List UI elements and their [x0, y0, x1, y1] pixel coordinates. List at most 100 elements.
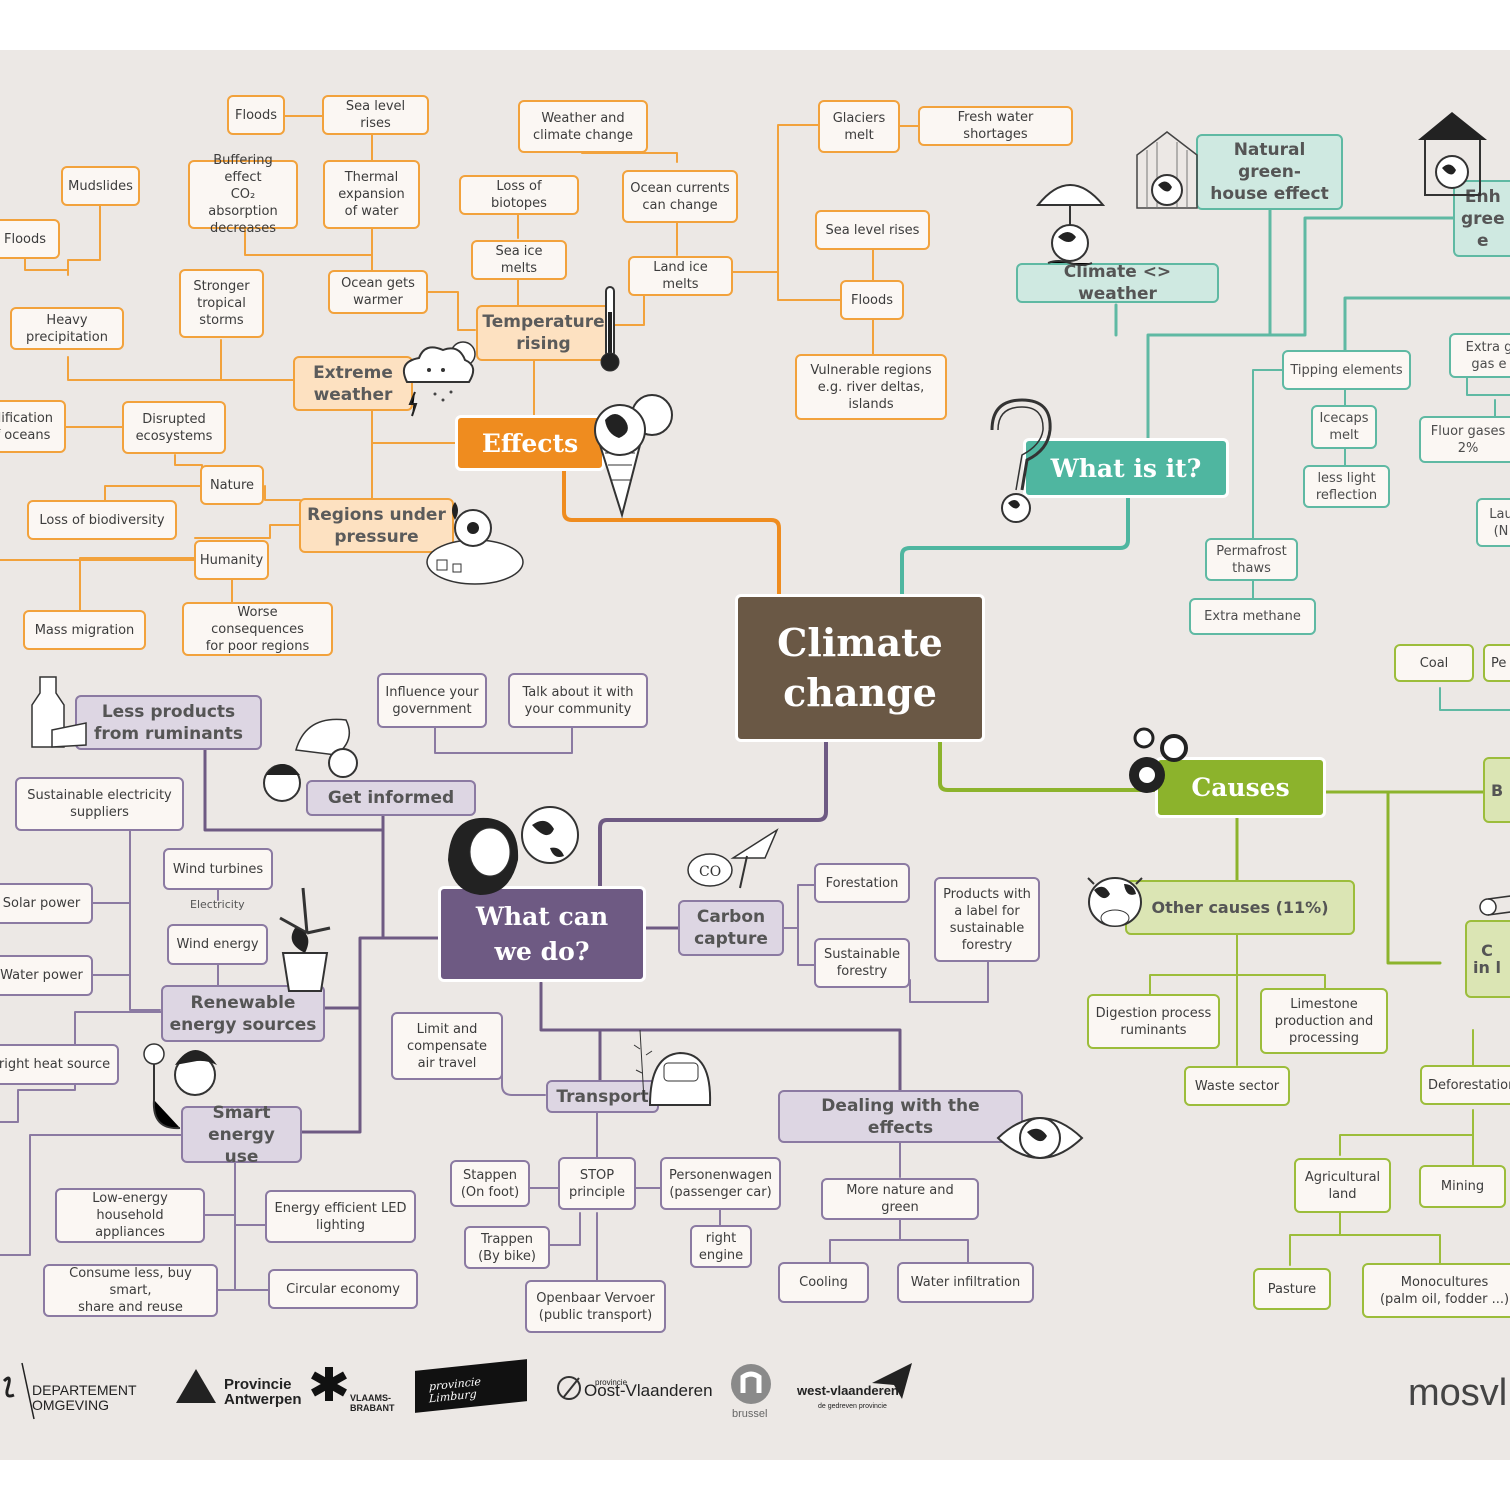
- west-vlaanderen-logo[interactable]: west-vlaanderen: [797, 1383, 899, 1398]
- ocean-currents-node[interactable]: Ocean currents can change: [622, 170, 738, 223]
- ocean-gets-warmer-node[interactable]: Ocean gets warmer: [328, 270, 428, 314]
- wind-turbines-node[interactable]: Wind turbines: [163, 848, 273, 890]
- more-nature-node[interactable]: More nature and green: [821, 1178, 979, 1220]
- provincie-limburg-logo[interactable]: provincie Limburg: [415, 1359, 527, 1413]
- monocultures-node[interactable]: Monocultures (palm oil, fodder ...): [1362, 1263, 1510, 1318]
- causes-main-node[interactable]: Causes: [1155, 757, 1326, 818]
- led-lighting-node[interactable]: Energy efficient LED lighting: [265, 1190, 416, 1243]
- floods-2-node[interactable]: Floods: [840, 280, 904, 320]
- smart-energy-use-node[interactable]: Smart energy use: [181, 1103, 302, 1167]
- other-causes-node[interactable]: Other causes (11%): [1125, 880, 1355, 935]
- label-products-node[interactable]: Products with a label for sustainable fo…: [934, 877, 1040, 962]
- influence-government-node[interactable]: Influence your government: [377, 673, 487, 728]
- coal-node[interactable]: Coal: [1394, 644, 1474, 682]
- loss-of-biodiversity-node[interactable]: Loss of biodiversity: [27, 500, 177, 540]
- umbrella-earth-icon: [1035, 184, 1106, 266]
- thermal-expansion-node[interactable]: Thermal expansion of water: [323, 160, 420, 229]
- land-ice-melts-node[interactable]: Land ice melts: [628, 256, 733, 296]
- renewable-energy-node[interactable]: Renewable energy sources: [161, 985, 325, 1042]
- disrupted-ecosystems-node[interactable]: Disrupted ecosystems: [122, 401, 226, 454]
- waste-sector-node[interactable]: Waste sector: [1184, 1066, 1290, 1106]
- buffering-effect-node[interactable]: Buffering effect CO₂ absorption decrease…: [188, 153, 298, 236]
- dealing-with-effects-node[interactable]: Dealing with the effects: [778, 1090, 1023, 1143]
- circular-economy-node[interactable]: Circular economy: [268, 1269, 418, 1309]
- heavy-precipitation-node[interactable]: Heavy precipitation: [10, 307, 124, 350]
- provincie-antwerpen-logo[interactable]: Provincie Antwerpen: [224, 1376, 302, 1408]
- temperature-rising-node[interactable]: Temperature rising: [476, 305, 611, 361]
- oost-vlaanderen-logo[interactable]: Oost-Vlaanderen: [584, 1381, 713, 1400]
- extreme-weather-node[interactable]: Extreme weather: [293, 356, 413, 411]
- floods-node[interactable]: Floods: [227, 95, 285, 135]
- sea-level-rises-2-node[interactable]: Sea level rises: [815, 210, 930, 250]
- water-infiltration-node[interactable]: Water infiltration: [897, 1262, 1034, 1303]
- extra-methane-node[interactable]: Extra methane: [1189, 598, 1316, 635]
- pasture-node[interactable]: Pasture: [1253, 1268, 1331, 1310]
- talk-community-node[interactable]: Talk about it with your community: [508, 673, 648, 728]
- less-light-reflection-node[interactable]: less light reflection: [1303, 465, 1390, 508]
- extra-greenhouse-gas-node[interactable]: Extra g gas e: [1449, 333, 1510, 378]
- what-is-it-main-node[interactable]: What is it?: [1023, 438, 1229, 498]
- loss-of-biotopes-node[interactable]: Loss of biotopes: [459, 175, 579, 215]
- petroleum-node[interactable]: Pe: [1483, 644, 1510, 682]
- right-heat-source-node[interactable]: right heat source: [0, 1044, 119, 1085]
- what-can-we-do-main-node[interactable]: What can we do?: [438, 886, 646, 982]
- natural-greenhouse-node[interactable]: Natural green- house effect: [1196, 134, 1343, 210]
- mos-logo[interactable]: mosvl: [1408, 1372, 1508, 1414]
- regions-under-pressure-node[interactable]: Regions under pressure: [299, 498, 454, 553]
- sea-level-rises-node[interactable]: Sea level rises: [322, 95, 429, 135]
- right-engine-node[interactable]: right engine: [690, 1225, 752, 1268]
- digestion-process-node[interactable]: Digestion process ruminants: [1087, 994, 1220, 1049]
- vulnerable-regions-node[interactable]: Vulnerable regions e.g. river deltas, is…: [795, 354, 947, 420]
- mining-node[interactable]: Mining: [1419, 1165, 1506, 1208]
- sea-ice-melts-node[interactable]: Sea ice melts: [471, 240, 567, 280]
- deforestation-node[interactable]: Deforestation: [1420, 1065, 1510, 1105]
- acidification-node[interactable]: dification f oceans: [0, 400, 66, 453]
- passenger-car-node[interactable]: Personenwagen (passenger car): [660, 1157, 781, 1210]
- effects-main-node[interactable]: Effects: [455, 415, 605, 471]
- stronger-storms-node[interactable]: Stronger tropical storms: [179, 269, 264, 338]
- transport-node[interactable]: Transport: [546, 1080, 659, 1113]
- limit-air-travel-node[interactable]: Limit and compensate air travel: [391, 1012, 503, 1080]
- solar-power-node[interactable]: Solar power: [0, 883, 93, 924]
- vlaams-brabant-logo[interactable]: VLAAMS- BRABANT: [350, 1393, 395, 1413]
- brussel-logo[interactable]: brussel: [732, 1408, 768, 1420]
- wind-energy-node[interactable]: Wind energy: [167, 924, 268, 965]
- nature-node[interactable]: Nature: [200, 465, 264, 505]
- cooling-node[interactable]: Cooling: [778, 1262, 869, 1303]
- consume-less-node[interactable]: Consume less, buy smart, share and reuse: [43, 1264, 218, 1317]
- climate-weather-node[interactable]: Climate <> weather: [1016, 262, 1219, 304]
- limestone-node[interactable]: Limestone production and processing: [1260, 988, 1388, 1054]
- laughing-gas-node[interactable]: Lau (N: [1476, 498, 1510, 547]
- weather-climate-change-node[interactable]: Weather and climate change: [518, 100, 648, 153]
- enhanced-greenhouse-node[interactable]: Enh gree e: [1453, 180, 1510, 257]
- icecaps-melt-node[interactable]: Icecaps melt: [1311, 405, 1377, 449]
- water-power-node[interactable]: Water power: [0, 955, 93, 996]
- poor-regions-node[interactable]: Worse consequences for poor regions: [182, 602, 333, 656]
- stop-principle-node[interactable]: STOP principle: [558, 1157, 636, 1210]
- tipping-elements-node[interactable]: Tipping elements: [1282, 350, 1411, 390]
- less-ruminant-products-node[interactable]: Less products from ruminants: [75, 695, 262, 750]
- departement-omgeving-logo[interactable]: DEPARTEMENT OMGEVING: [32, 1382, 137, 1413]
- agricultural-land-node[interactable]: Agricultural land: [1294, 1158, 1391, 1213]
- glaciers-melt-node[interactable]: Glaciers melt: [818, 100, 900, 153]
- floods-3-node[interactable]: Floods: [0, 219, 60, 259]
- get-informed-node[interactable]: Get informed: [306, 780, 476, 816]
- energy-cause-node[interactable]: B: [1483, 757, 1510, 823]
- forestation-node[interactable]: Forestation: [814, 863, 910, 903]
- land-use-cause-node[interactable]: C in l: [1465, 920, 1510, 998]
- people-talking-icon: [263, 718, 358, 802]
- carbon-capture-node[interactable]: Carbon capture: [678, 900, 784, 956]
- humanity-node[interactable]: Humanity: [194, 540, 269, 580]
- sustainable-electricity-node[interactable]: Sustainable electricity suppliers: [15, 777, 184, 831]
- low-energy-appliances-node[interactable]: Low-energy household appliances: [55, 1188, 205, 1243]
- fluor-gases-node[interactable]: Fluor gases 2%: [1419, 416, 1510, 463]
- trappen-node[interactable]: Trappen (By bike): [464, 1226, 550, 1269]
- public-transport-node[interactable]: Openbaar Vervoer (public transport): [525, 1280, 666, 1333]
- mudslides-node[interactable]: Mudslides: [61, 166, 140, 206]
- sustainable-forestry-node[interactable]: Sustainable forestry: [814, 938, 910, 988]
- central-topic[interactable]: Climate change: [735, 594, 985, 742]
- mass-migration-node[interactable]: Mass migration: [23, 610, 146, 650]
- permafrost-thaws-node[interactable]: Permafrost thaws: [1205, 538, 1298, 581]
- stappen-node[interactable]: Stappen (On foot): [450, 1160, 530, 1207]
- fresh-water-shortages-node[interactable]: Fresh water shortages: [918, 106, 1073, 146]
